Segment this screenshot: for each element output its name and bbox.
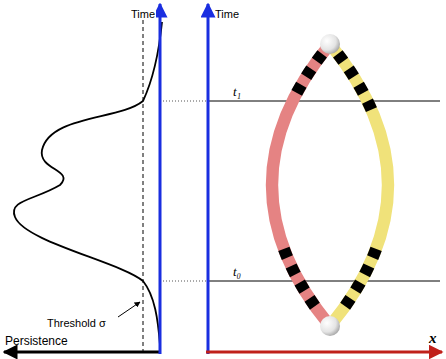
leader-line (118, 302, 140, 317)
time-axis (207, 4, 210, 354)
strand-stripes (330, 44, 388, 326)
axis-label: Persistence (4, 334, 69, 348)
right-strand (330, 44, 388, 326)
threshold-label: Threshold σ (46, 317, 107, 329)
axis-label: Time (214, 8, 240, 20)
vertex-sphere (320, 34, 340, 54)
time-axis (159, 4, 162, 354)
x-axis (206, 351, 442, 354)
persistence-axis (4, 351, 160, 354)
time-slice-line (208, 101, 440, 102)
vertex-sphere (320, 316, 340, 336)
threshold-line (143, 20, 144, 356)
persistence-curve (14, 22, 162, 345)
left-strand (272, 44, 330, 326)
dotted-line (163, 281, 208, 282)
axis-label: Time (130, 8, 156, 20)
dotted-line (163, 101, 208, 102)
axis-label: x (428, 330, 438, 347)
time-label: t₀ (232, 264, 242, 280)
time-label: t₁ (232, 84, 242, 100)
time-slice-line (208, 281, 440, 282)
strand-stripes (272, 44, 330, 326)
